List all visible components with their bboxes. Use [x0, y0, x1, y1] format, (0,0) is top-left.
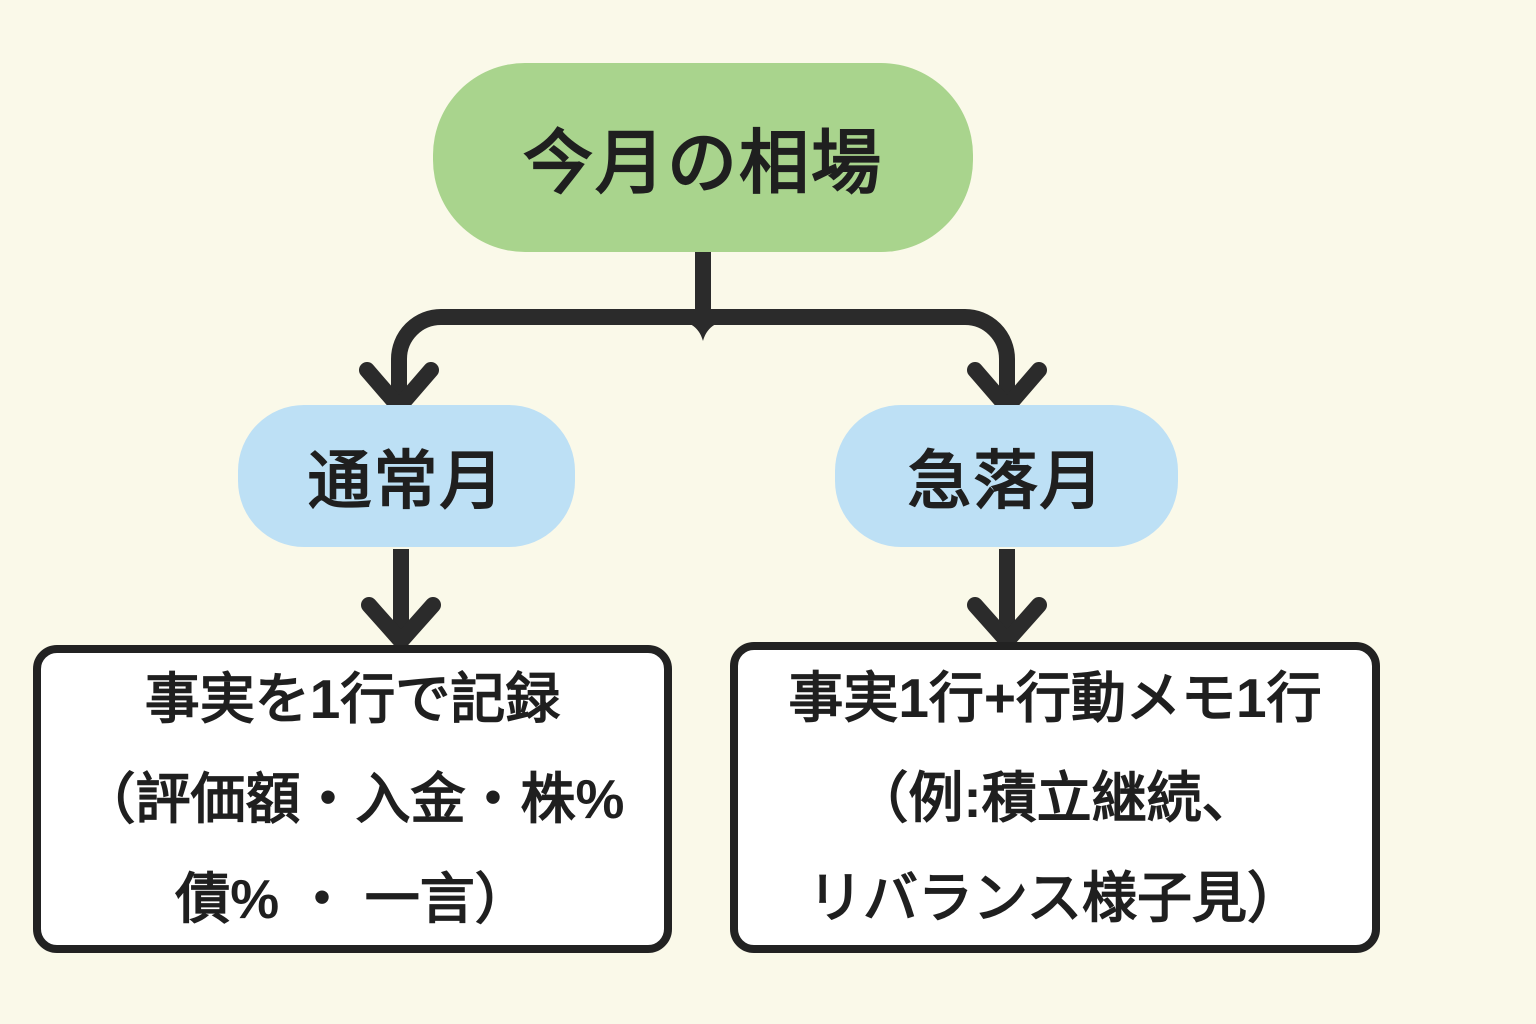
branch-bar: [391, 309, 1015, 396]
outcome-normal-line-2: （評価額・入金・株%: [80, 768, 625, 830]
node-this-month-market-label: 今月の相場: [523, 124, 883, 202]
outcome-box-normal-month: 事実を1行で記録 （評価額・入金・株% 債% ・ 一言）: [33, 645, 672, 953]
node-normal-month: 通常月: [238, 405, 575, 547]
outcome-normal-line-3: 債% ・ 一言）: [175, 868, 530, 930]
node-this-month-market: 今月の相場: [433, 63, 973, 252]
outcome-crash-line-2: （例:積立継続、: [853, 766, 1257, 829]
arrowhead-to-crash-outcome: [967, 597, 1047, 649]
outcome-box-crash-month: 事実1行+行動メモ1行 （例:積立継続、 リバランス様子見）: [730, 642, 1380, 953]
outcome-crash-line-3: リバランス様子見）: [808, 866, 1302, 929]
arrowhead-to-normal-outcome: [361, 597, 441, 649]
node-crash-month: 急落月: [835, 405, 1178, 547]
outcome-crash-line-1: 事実1行+行動メモ1行: [788, 666, 1322, 729]
node-crash-month-label: 急落月: [907, 445, 1106, 517]
outcome-normal-line-1: 事実を1行で記録: [144, 668, 561, 730]
node-normal-month-label: 通常月: [307, 445, 506, 517]
